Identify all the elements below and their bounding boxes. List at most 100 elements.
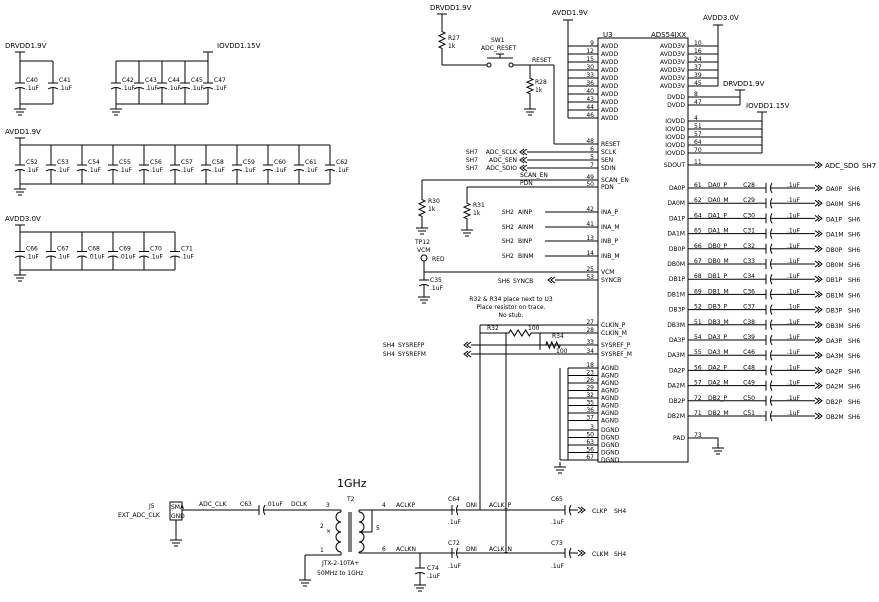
pin-number: 33: [586, 339, 594, 346]
arrow-stroke: [817, 245, 823, 253]
arrow-stroke: [817, 184, 823, 192]
capacitor-symbol: [758, 197, 778, 209]
cap-value: .1uF: [787, 243, 801, 250]
net-label: DB0M: [826, 262, 844, 269]
cap-ref: C62: [336, 159, 348, 166]
net-label: ACLK_P: [489, 502, 511, 509]
arrow-stroke: [814, 366, 820, 374]
pin-number: 68: [694, 273, 702, 280]
winding-arc: [335, 511, 342, 523]
capacitor-symbol: [252, 504, 270, 516]
dni-label: DNI: [466, 546, 477, 553]
cap-value: .1uF: [787, 212, 801, 219]
capacitor-symbol: [262, 150, 274, 184]
net-label: CLKM: [592, 551, 609, 558]
cap-value: .1uF: [430, 285, 444, 292]
pin-number: 32: [586, 392, 594, 399]
ground-symbol: [14, 104, 26, 116]
sheet-ref: SH2: [502, 224, 514, 231]
pin-name: DB1P: [669, 276, 686, 283]
cap-value: .1uF: [59, 85, 73, 92]
cap-ref: C64: [448, 496, 460, 503]
rail-label: AVDD1.9V: [5, 128, 41, 136]
off-sheet-arrow-icon: [577, 549, 586, 557]
cap-ref: C49: [743, 380, 755, 387]
cap-value: .1uF: [26, 85, 40, 92]
off-sheet-arrow-icon: [814, 245, 823, 253]
pin-name: DA2M: [667, 383, 685, 390]
switch-contact: [508, 62, 514, 68]
cap-value: .1uF: [448, 563, 462, 570]
cap-value: .1uF: [787, 273, 801, 280]
rail-label: DRVDD1.9V: [5, 42, 47, 50]
capacitor-symbol: [758, 273, 778, 285]
cap-ref: C48: [743, 364, 755, 371]
winding-arc: [335, 521, 342, 533]
cap-value: .1uF: [787, 304, 801, 311]
pin-name: SDOUT: [664, 162, 686, 169]
ground-symbol: [14, 270, 26, 282]
pin-name: DA2P: [669, 367, 685, 374]
arrow-stroke: [817, 397, 823, 405]
pin-number: 41: [586, 221, 594, 228]
off-sheet-arrow-icon: [814, 161, 823, 169]
net-label: ADC_SDO: [825, 162, 859, 170]
resistor-value: 1k: [428, 206, 436, 213]
pin-name: DB2M: [667, 413, 685, 420]
net-label: DA2_M: [708, 380, 729, 387]
cap-ref: C40: [26, 77, 38, 84]
sheet-ref: SH4: [383, 351, 395, 358]
arrow-stroke: [519, 148, 525, 156]
pin-name: INB_M: [601, 253, 620, 260]
pin-name: AVDD: [601, 75, 618, 82]
net-label: DB0_M: [708, 258, 729, 265]
pin-name: AVDD: [601, 99, 618, 106]
cap-value: .1uF: [191, 85, 205, 92]
off-sheet-arrow-icon: [814, 351, 823, 359]
cap-value: .1uF: [787, 319, 801, 326]
ground-symbol: [299, 575, 311, 587]
arrow-stroke: [817, 275, 823, 283]
pin-name: IOVDD: [665, 134, 685, 141]
arrow-stroke: [814, 245, 820, 253]
transformer-part: JTX-2-10TA+: [321, 560, 359, 567]
arrow-stroke: [817, 230, 823, 238]
cap-ref: C31: [743, 228, 755, 235]
cap-value: .01uF: [119, 254, 136, 261]
capacitor-symbol: [138, 237, 150, 270]
pin-number: 51: [694, 319, 702, 326]
sheet-ref: SH6: [848, 308, 860, 315]
no-connect-mark: ×: [326, 528, 331, 535]
cap-value: .1uF: [787, 228, 801, 235]
pin-number: 43: [586, 96, 594, 103]
pin-name: PAD: [673, 435, 685, 442]
pin-number: 1: [320, 547, 324, 554]
capacitor-symbol: [110, 66, 122, 104]
pin-number: 52: [694, 304, 702, 311]
net-label: DB3M: [826, 323, 844, 330]
pin-name: AVDD: [601, 91, 618, 98]
pin-number: 30: [586, 64, 594, 71]
pin-number: 56: [694, 364, 702, 371]
cap-ref: C66: [26, 246, 38, 253]
rail-label: DRVDD1.9V: [723, 80, 765, 88]
winding-arc: [358, 531, 365, 543]
pin-name: DGND: [601, 450, 620, 457]
cap-value: .1uF: [551, 563, 565, 570]
pin-number: 73: [694, 432, 702, 439]
resistor-zigzag: [417, 193, 427, 223]
pin-name: AGND: [601, 365, 619, 372]
off-sheet-arrow-icon: [814, 184, 823, 192]
arrow-stroke: [814, 199, 820, 207]
resistor-zigzag: [525, 72, 535, 100]
resistor-value: 100: [528, 325, 540, 332]
net-label: DB1P: [826, 277, 843, 284]
cap-value: .1uF: [787, 334, 801, 341]
cap-ref: C69: [119, 246, 131, 253]
arrow-stroke: [814, 306, 820, 314]
pin-number: 23: [586, 370, 594, 377]
sheet-ref: SH4: [614, 551, 626, 558]
cap-ref: C54: [88, 159, 100, 166]
pin-name: AVDD3V: [660, 83, 686, 90]
pin-number: 48: [586, 138, 594, 145]
